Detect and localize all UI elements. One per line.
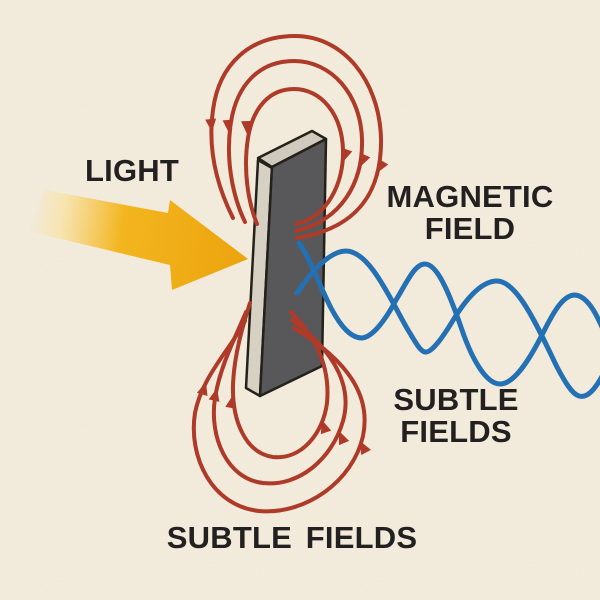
light-label: LIGHT (85, 153, 179, 188)
subtle-fields-right-label: SUBTLE FIELDS (393, 382, 519, 449)
subtle-fields-bottom-label: SUBTLE FIELDS (166, 520, 418, 555)
magnetic-field-label: MAGNETIC FIELD (386, 179, 554, 246)
plate (244, 129, 328, 398)
